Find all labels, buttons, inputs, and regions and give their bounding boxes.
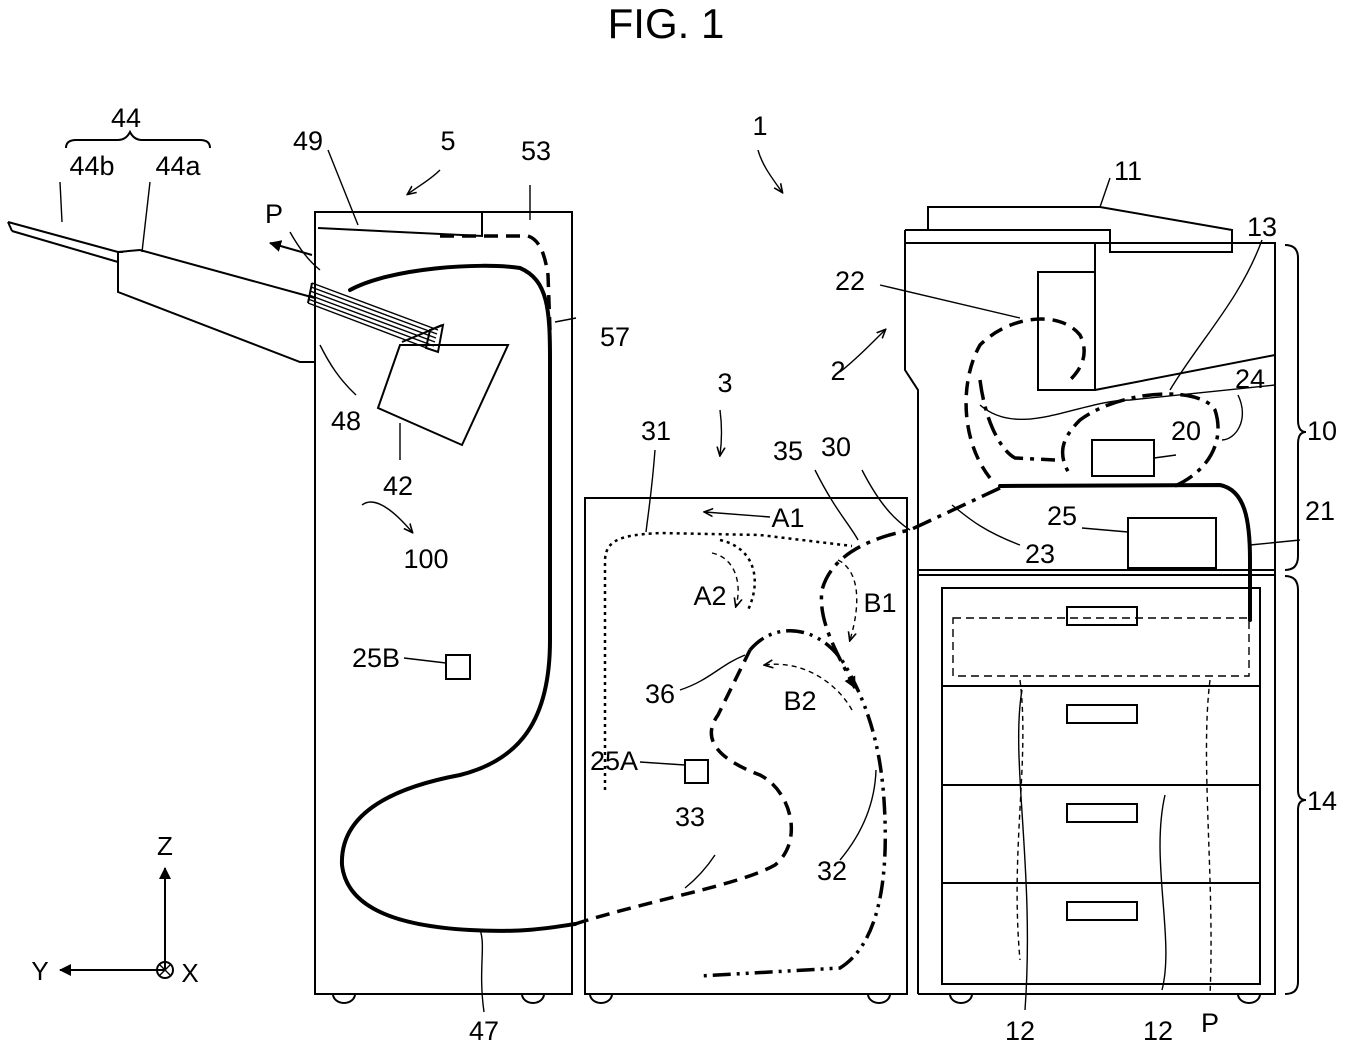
- label-24: 24: [1235, 364, 1265, 394]
- label-36: 36: [645, 679, 675, 709]
- label-30: 30: [821, 432, 851, 462]
- label-23: 23: [1025, 539, 1055, 569]
- label-3: 3: [717, 368, 732, 398]
- label-14: 14: [1307, 786, 1337, 816]
- label-13: 13: [1247, 212, 1277, 242]
- label-44b: 44b: [69, 151, 114, 181]
- label-53: 53: [521, 136, 551, 166]
- label-22: 22: [835, 266, 865, 296]
- label-11: 11: [1114, 156, 1142, 186]
- label-1: 1: [752, 111, 767, 141]
- label-42: 42: [383, 471, 413, 501]
- axis-y-label: Y: [31, 956, 48, 986]
- label-20: 20: [1171, 416, 1201, 446]
- label-33: 33: [675, 802, 705, 832]
- label-5: 5: [440, 126, 455, 156]
- label-48: 48: [331, 406, 361, 436]
- image-forming-apparatus: [905, 207, 1306, 1010]
- label-25b: 25B: [352, 643, 400, 673]
- label-57: 57: [600, 322, 630, 352]
- sheet-stack: [308, 283, 438, 350]
- label-a1: A1: [771, 503, 804, 533]
- axis-z-label: Z: [157, 831, 173, 861]
- post-processing-apparatus: [8, 212, 575, 1003]
- label-25: 25: [1047, 501, 1077, 531]
- figure-title: FIG. 1: [608, 0, 725, 47]
- coordinate-axes: [60, 868, 173, 978]
- label-p-top: P: [265, 199, 283, 229]
- relay-unit: [575, 488, 1000, 1003]
- label-49: 49: [293, 126, 323, 156]
- label-b2: B2: [783, 686, 816, 716]
- label-a2: A2: [693, 581, 726, 611]
- label-10: 10: [1307, 416, 1337, 446]
- label-21: 21: [1305, 496, 1335, 526]
- label-12-left: 12: [1005, 1016, 1035, 1046]
- label-44a: 44a: [155, 151, 201, 181]
- label-b1: B1: [863, 588, 896, 618]
- label-32: 32: [817, 856, 847, 886]
- axis-x-label: X: [181, 958, 198, 988]
- label-100: 100: [403, 544, 448, 574]
- label-2: 2: [830, 356, 845, 386]
- label-12-right: 12: [1143, 1016, 1173, 1046]
- label-31: 31: [641, 416, 671, 446]
- label-p-bottom: P: [1201, 1008, 1219, 1038]
- label-25a: 25A: [590, 746, 638, 776]
- label-44: 44: [111, 103, 141, 133]
- label-35: 35: [773, 436, 803, 466]
- label-47: 47: [469, 1016, 499, 1046]
